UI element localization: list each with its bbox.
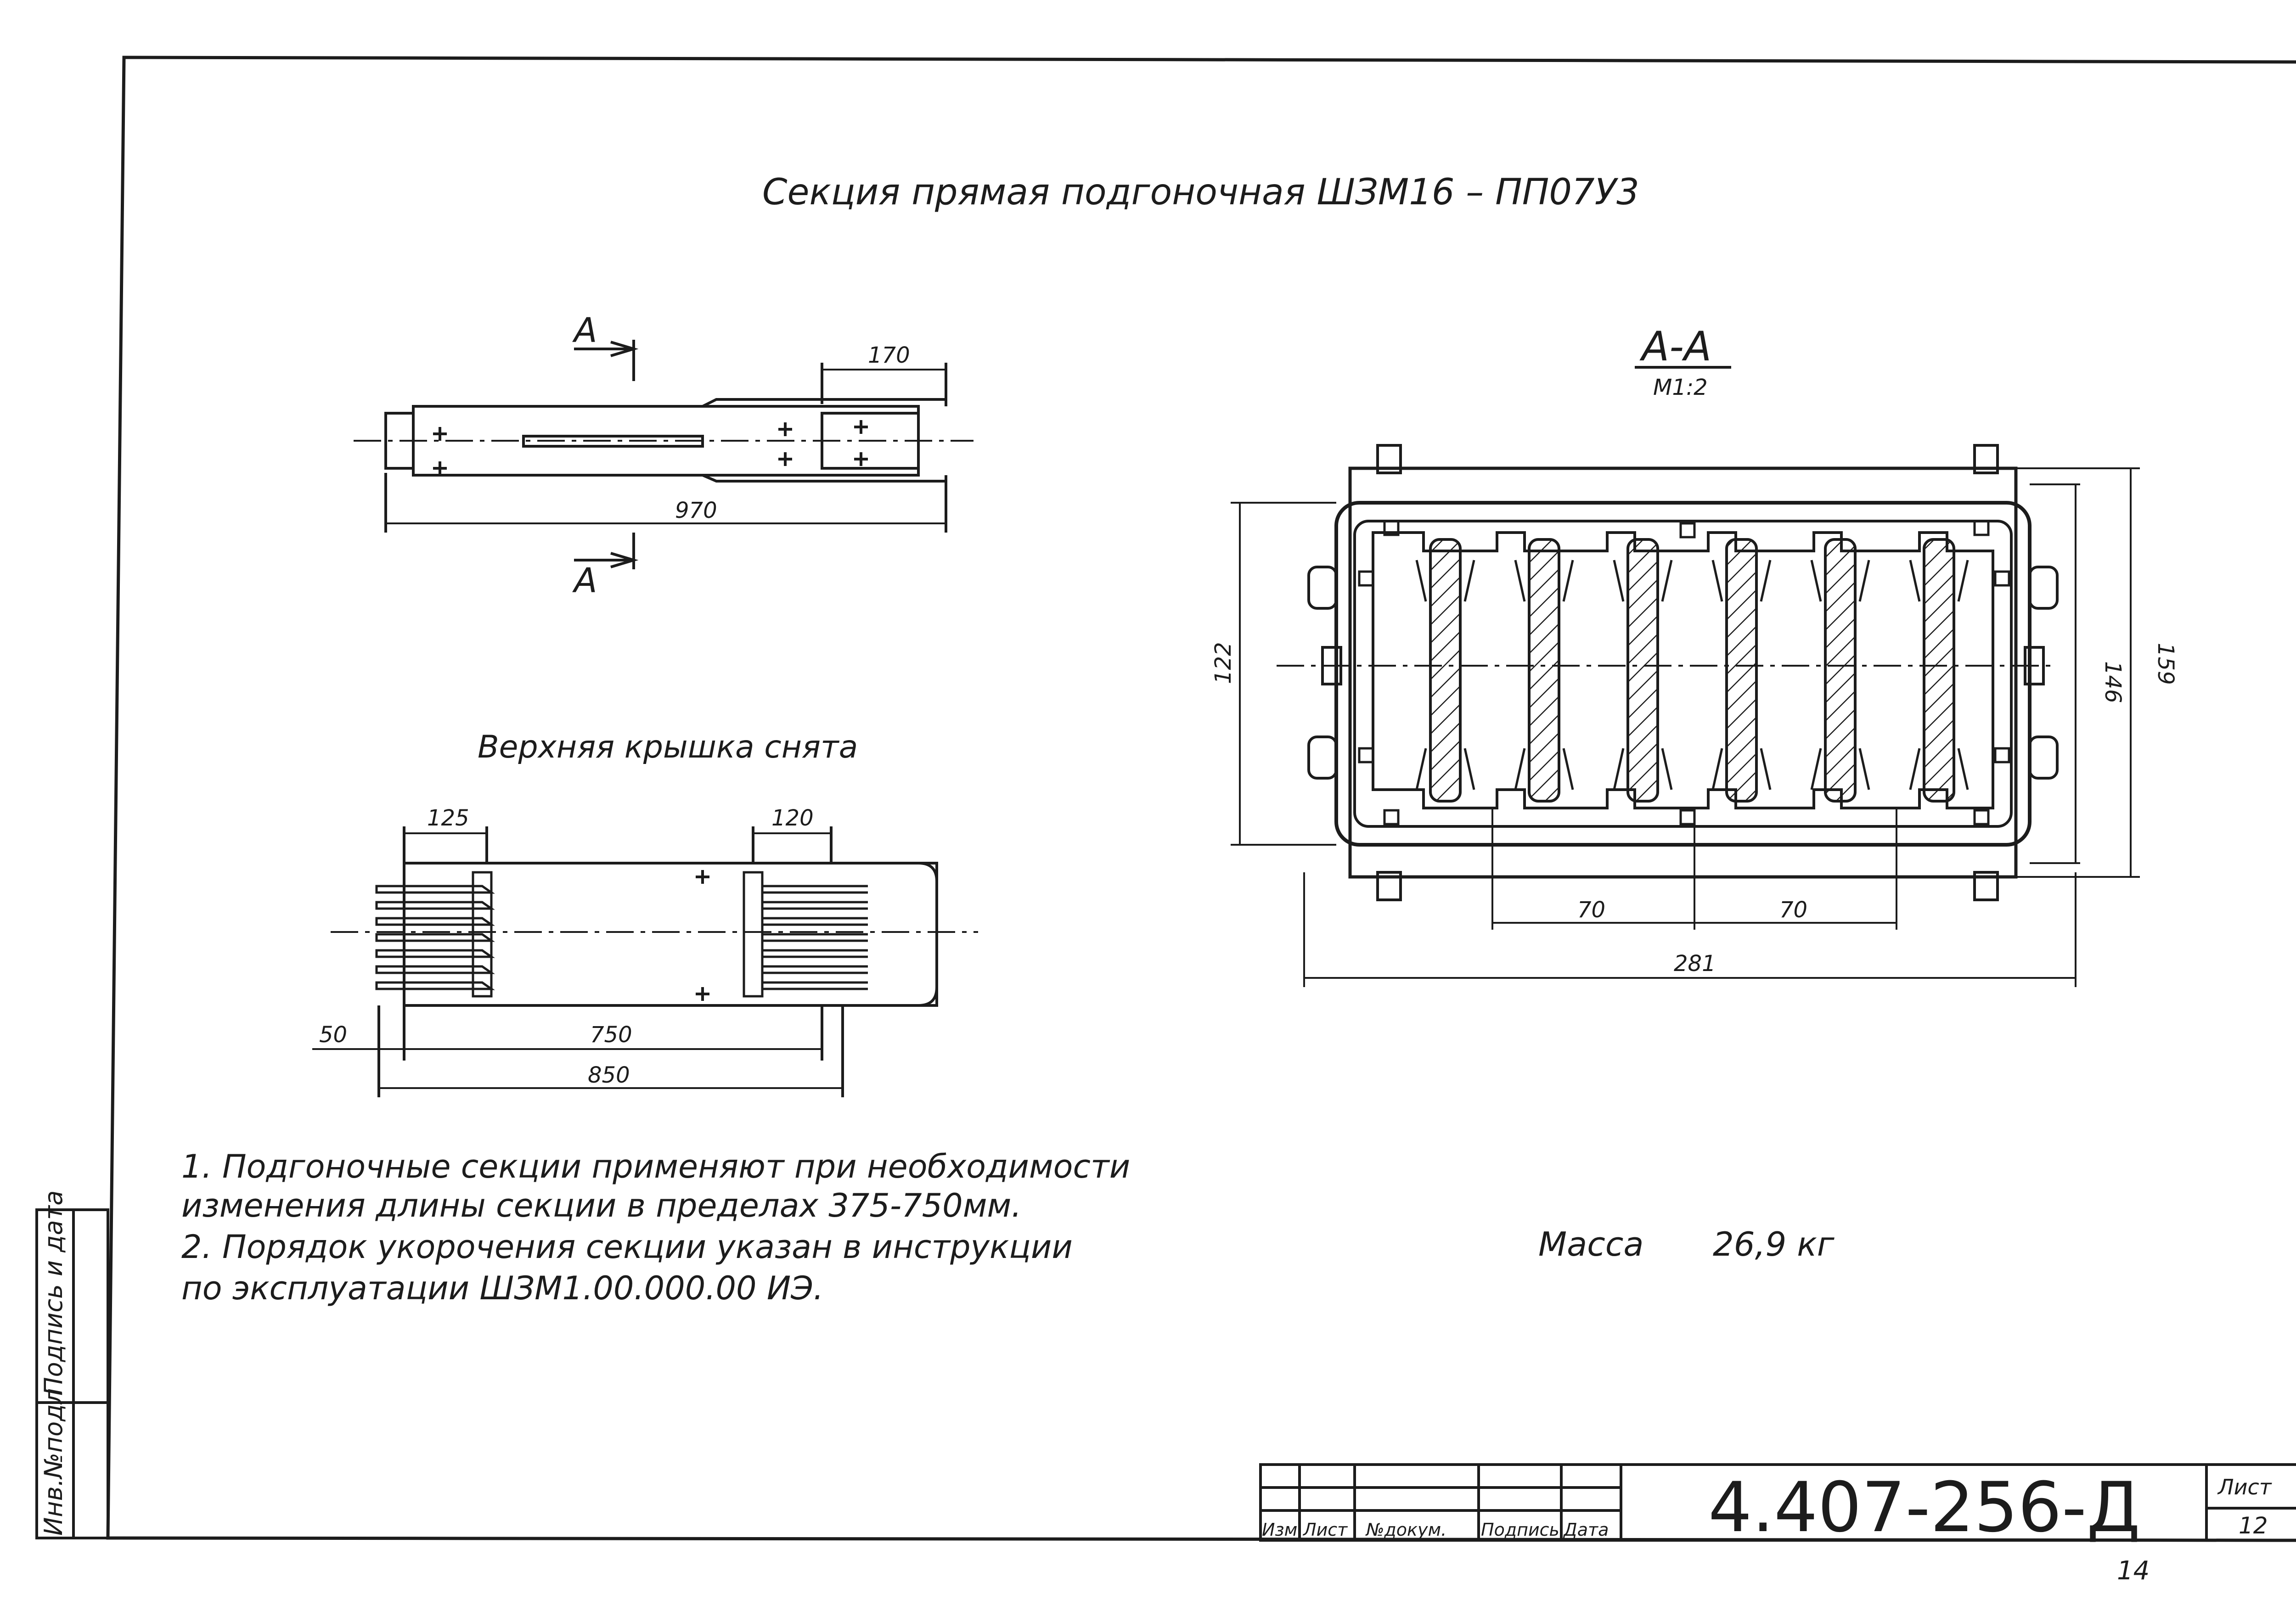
sheet-frame bbox=[106, 56, 2296, 1542]
dim-159: 159 bbox=[2153, 643, 2178, 685]
dim-850: 850 bbox=[588, 1062, 630, 1088]
col-sign: Подпись bbox=[1481, 1520, 1559, 1540]
title-block bbox=[1259, 1463, 2296, 1542]
note-line-1: 1. Подгоночные секции применяют при необ… bbox=[181, 1148, 1130, 1185]
dim-125: 125 bbox=[427, 805, 469, 831]
dim-70-left: 70 bbox=[1577, 897, 1605, 923]
section-mark-top: А bbox=[572, 311, 597, 350]
document-code: 4.407-256-Д bbox=[1708, 1468, 2140, 1548]
section-aa-dimensions bbox=[1231, 467, 2140, 987]
caption-cover-removed: Верхняя крышка снята bbox=[478, 729, 858, 765]
drawing-title: Секция прямая подгоночная ШЗМ16 – ПП07У3 bbox=[762, 172, 1639, 213]
sheet-number: 12 bbox=[2239, 1512, 2268, 1539]
note-line-3: 2. Порядок укорочения секции указан в ин… bbox=[181, 1228, 1073, 1266]
note-line-4: по эксплуатации ШЗМ1.00.000.00 ИЭ. bbox=[181, 1269, 823, 1307]
dim-146: 146 bbox=[2100, 661, 2126, 703]
dim-122: 122 bbox=[1210, 642, 1236, 684]
left-strip-inv-label: Инв.№подл bbox=[39, 1388, 68, 1536]
dim-750: 750 bbox=[590, 1022, 632, 1048]
dim-281: 281 bbox=[1674, 951, 1716, 977]
left-strip-sign-label: Подпись и дата bbox=[39, 1190, 68, 1396]
mass-label: Масса bbox=[1538, 1225, 1644, 1263]
cover-removed-view bbox=[312, 826, 978, 1097]
busbars bbox=[1429, 538, 1955, 803]
col-izm: Изм bbox=[1262, 1520, 1297, 1540]
mass-value: 26,9 кг bbox=[1713, 1225, 1835, 1263]
col-list: Лист bbox=[1302, 1520, 1348, 1540]
section-aa-scale: М1:2 bbox=[1653, 375, 1708, 400]
col-date: Дата bbox=[1563, 1520, 1609, 1540]
dim-170: 170 bbox=[868, 342, 910, 368]
col-doc: №докум. bbox=[1365, 1520, 1446, 1540]
section-aa-view bbox=[1277, 444, 2059, 901]
sheet-label: Лист bbox=[2217, 1475, 2272, 1499]
page-number: 14 bbox=[2117, 1556, 2150, 1586]
dim-70-right: 70 bbox=[1779, 897, 1807, 923]
note-line-2: изменения длины секции в пределах 375-75… bbox=[181, 1187, 1022, 1224]
contact-springs bbox=[1415, 560, 1969, 790]
dim-50: 50 bbox=[319, 1022, 347, 1048]
section-mark-bottom: А bbox=[572, 561, 597, 601]
section-aa-label: А-А bbox=[1639, 323, 1711, 370]
left-strip bbox=[35, 1208, 109, 1539]
notes: 1. Подгоночные секции применяют при необ… bbox=[181, 1148, 1130, 1307]
dim-120: 120 bbox=[771, 805, 814, 831]
dim-970: 970 bbox=[675, 498, 717, 523]
top-view bbox=[354, 340, 974, 569]
